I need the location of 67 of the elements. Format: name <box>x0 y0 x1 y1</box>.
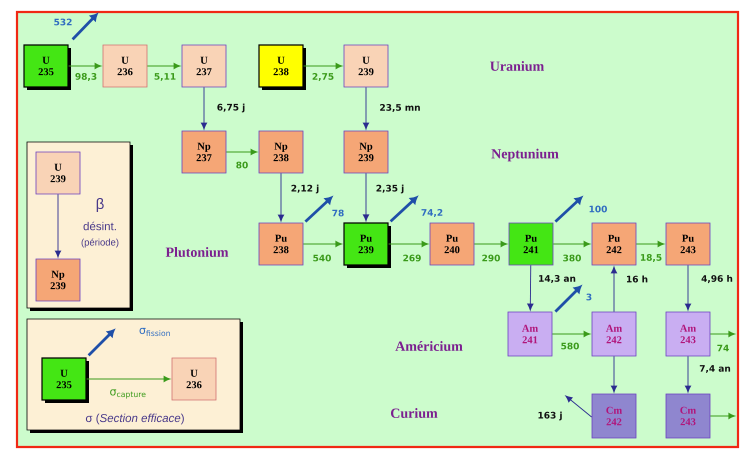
nuclide-box: Pu 238 <box>258 222 304 266</box>
edge-label: 74 <box>716 344 730 352</box>
arrow <box>54 194 62 258</box>
nuclide-box: Pu 241 <box>508 222 554 266</box>
arrow <box>636 240 664 248</box>
arrow <box>527 264 534 310</box>
arrow <box>554 196 582 223</box>
arrow <box>610 356 618 392</box>
nuclide-box: Cm 243 <box>666 394 710 438</box>
arrow <box>200 86 208 130</box>
arrow <box>72 13 98 40</box>
arrow <box>684 356 692 392</box>
nuclide-box: Cm 242 <box>592 394 636 438</box>
arrow <box>710 330 736 338</box>
element-label: Curium <box>390 408 438 418</box>
arrow <box>302 240 342 248</box>
edge-label: 2,35 j <box>375 184 405 194</box>
nuclide-box: Am 243 <box>666 312 710 356</box>
legend-text: (période) <box>82 238 118 248</box>
arrow <box>362 172 370 222</box>
arrow <box>226 148 258 156</box>
nuclide-box: U 236 <box>172 358 216 400</box>
nuclide-box: Pu 243 <box>666 222 710 266</box>
nuclide-box: Np 239 <box>36 258 80 302</box>
nuclide-box: U 236 <box>102 44 148 88</box>
arrow <box>86 376 170 382</box>
arrow <box>388 240 428 248</box>
arrow <box>684 264 692 310</box>
arrow <box>390 196 418 222</box>
arrow <box>146 62 180 70</box>
arrow <box>303 62 342 70</box>
nuclide-box: Pu 239 <box>343 222 391 268</box>
element-label: Uranium <box>490 61 544 71</box>
nuclide-box: U 239 <box>36 152 80 194</box>
nuclide-box: U 235 <box>41 357 89 403</box>
nuclide-box: Np 238 <box>258 130 304 174</box>
nuclide-box: Np 237 <box>182 130 226 174</box>
legend-text: σ (Section efficace) <box>86 414 184 424</box>
arrow <box>565 396 592 418</box>
nuclide-box: Pu 242 <box>592 222 636 266</box>
nuclide-box: U 238 <box>258 44 306 90</box>
arrow <box>68 62 102 70</box>
nuclide-box: U 235 <box>23 44 71 90</box>
edge-label: 6,75 j <box>216 103 246 113</box>
arrow <box>552 240 590 248</box>
nuclide-box: Am 241 <box>508 312 552 356</box>
arrow <box>610 266 618 312</box>
nuclide-box: Np 239 <box>344 130 388 174</box>
nuclide-box: Am 242 <box>592 312 636 356</box>
arrow <box>304 196 332 223</box>
arrow <box>474 240 508 248</box>
legend-text: désint. <box>84 222 116 230</box>
element-label: Américium <box>395 341 463 351</box>
nuclide-box: U 237 <box>182 44 226 88</box>
arrow <box>710 412 736 420</box>
nuclide-box: Pu 240 <box>430 222 474 266</box>
element-label: Plutonium <box>166 247 228 257</box>
edge-label: 2,12 j <box>290 184 320 194</box>
element-label: Neptunium <box>491 148 559 162</box>
edge-label: 163 j <box>536 411 564 421</box>
arrow <box>552 330 590 338</box>
arrow <box>88 329 115 356</box>
nuclide-box: U 239 <box>344 44 388 88</box>
legend-text: β <box>96 198 104 212</box>
arrow <box>362 86 370 130</box>
arrow <box>554 286 582 313</box>
arrow <box>278 172 284 222</box>
